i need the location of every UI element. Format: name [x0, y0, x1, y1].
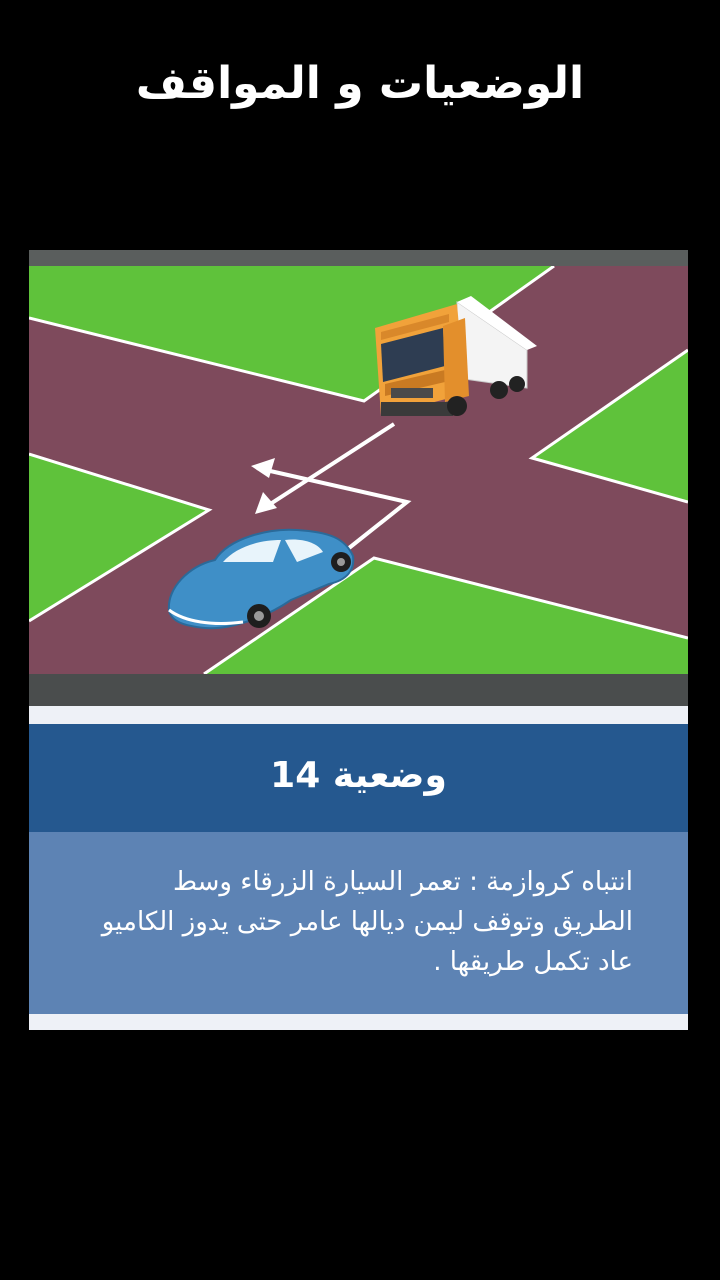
situation-description-panel: انتباه كروازمة : تعمر السيارة الزرقاء وس…: [29, 832, 688, 1014]
road-edge-right: [528, 348, 688, 504]
intersection-illustration: [29, 250, 688, 706]
car-icon: [167, 528, 355, 630]
page-title: الوضعيات و المواقف: [135, 58, 585, 109]
situation-description: انتباه كروازمة : تعمر السيارة الزرقاء وس…: [101, 867, 633, 977]
turn-arrow-icon: [251, 422, 412, 554]
road-edge-bottom: [203, 556, 688, 674]
road-edge-left: [29, 452, 213, 623]
situation-header: وضعية 14: [29, 724, 688, 832]
scene-bottom-bar: [29, 674, 688, 706]
situation-card: وضعية 14 انتباه كروازمة : تعمر السيارة ا…: [29, 250, 688, 1030]
situation-title: وضعية 14: [270, 755, 447, 796]
card-bottom-strip: [29, 1014, 688, 1030]
divider-strip: [29, 706, 688, 724]
truck-icon: [375, 296, 537, 416]
intersection-scene: [29, 266, 688, 674]
